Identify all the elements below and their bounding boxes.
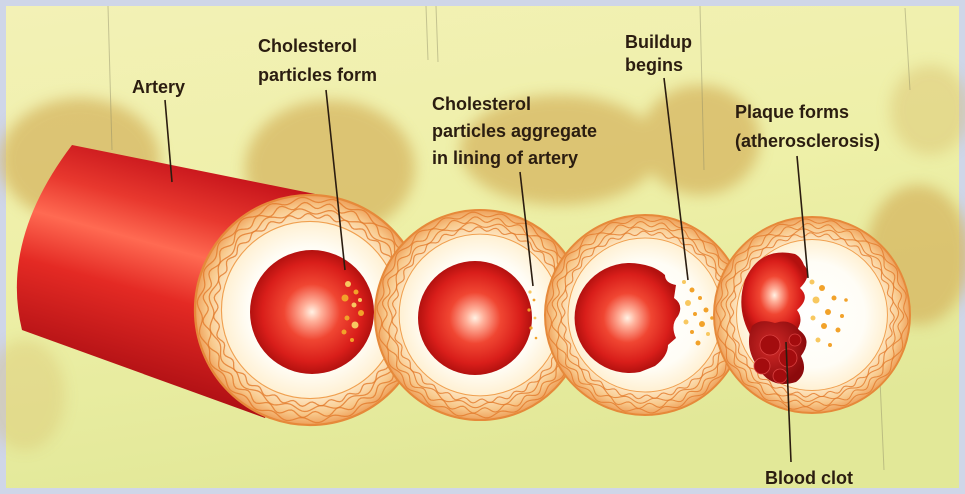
- particles-form-label-line-2: particles form: [258, 65, 377, 85]
- cholesterol-particle: [527, 308, 530, 311]
- cholesterol-particle: [840, 314, 844, 318]
- cholesterol-particle: [698, 296, 702, 300]
- aggregate-label-line-1: Cholesterol: [432, 94, 531, 114]
- cholesterol-particle: [816, 338, 821, 343]
- cholesterol-particle: [345, 316, 350, 321]
- cholesterol-particle: [825, 309, 831, 315]
- particles-form-label-line-1: Cholesterol: [258, 36, 357, 56]
- cholesterol-particle: [810, 280, 815, 285]
- cholesterol-particle: [350, 338, 354, 342]
- blood-cell: [789, 334, 801, 346]
- cholesterol-particle: [836, 328, 841, 333]
- cholesterol-particle: [535, 337, 538, 340]
- cholesterol-particle: [819, 285, 825, 291]
- cholesterol-particle: [682, 280, 686, 284]
- cholesterol-particle: [813, 297, 820, 304]
- aggregate-label-line-2: particles aggregate: [432, 121, 597, 141]
- cholesterol-particle: [690, 330, 694, 334]
- cholesterol-particle: [696, 341, 701, 346]
- blood-cell: [760, 335, 780, 355]
- cholesterol-particle: [684, 320, 689, 325]
- cholesterol-particle: [690, 288, 695, 293]
- cholesterol-particle: [345, 281, 351, 287]
- cholesterol-particle: [693, 312, 697, 316]
- buildup-label-line-1: Buildup: [625, 32, 692, 52]
- cholesterol-particle: [354, 290, 359, 295]
- cholesterol-particle: [534, 317, 537, 320]
- blood-cell: [773, 369, 787, 383]
- artery-label: Artery: [132, 77, 185, 97]
- cholesterol-particle: [352, 303, 357, 308]
- cholesterol-particle: [704, 308, 709, 313]
- artery-lumen: [250, 250, 374, 374]
- cholesterol-particle: [533, 299, 536, 302]
- cross-section-plaque: [714, 217, 910, 413]
- cholesterol-particle: [832, 296, 837, 301]
- cholesterol-particle: [529, 326, 532, 329]
- cholesterol-particle: [828, 343, 832, 347]
- cholesterol-particle: [352, 322, 359, 329]
- cholesterol-particle: [528, 290, 531, 293]
- cholesterol-particle: [811, 316, 816, 321]
- blood-clot-label: Blood clot: [765, 468, 853, 488]
- plaque-label-line-2: (atherosclerosis): [735, 131, 880, 151]
- buildup-label-line-2: begins: [625, 55, 683, 75]
- blood-cell: [754, 358, 770, 374]
- cholesterol-particle: [358, 310, 364, 316]
- cholesterol-particle: [699, 321, 705, 327]
- aggregate-label-line-3: in lining of artery: [432, 148, 578, 168]
- plaque-label-line-1: Plaque forms: [735, 102, 849, 122]
- cholesterol-particle: [685, 300, 691, 306]
- artery-lumen: [418, 261, 532, 375]
- cholesterol-particle: [706, 332, 710, 336]
- cholesterol-particle: [342, 295, 349, 302]
- cholesterol-particle: [844, 298, 848, 302]
- cholesterol-particle: [342, 330, 347, 335]
- cholesterol-particle: [821, 323, 827, 329]
- cholesterol-particle: [358, 298, 362, 302]
- blood-cell: [779, 349, 797, 367]
